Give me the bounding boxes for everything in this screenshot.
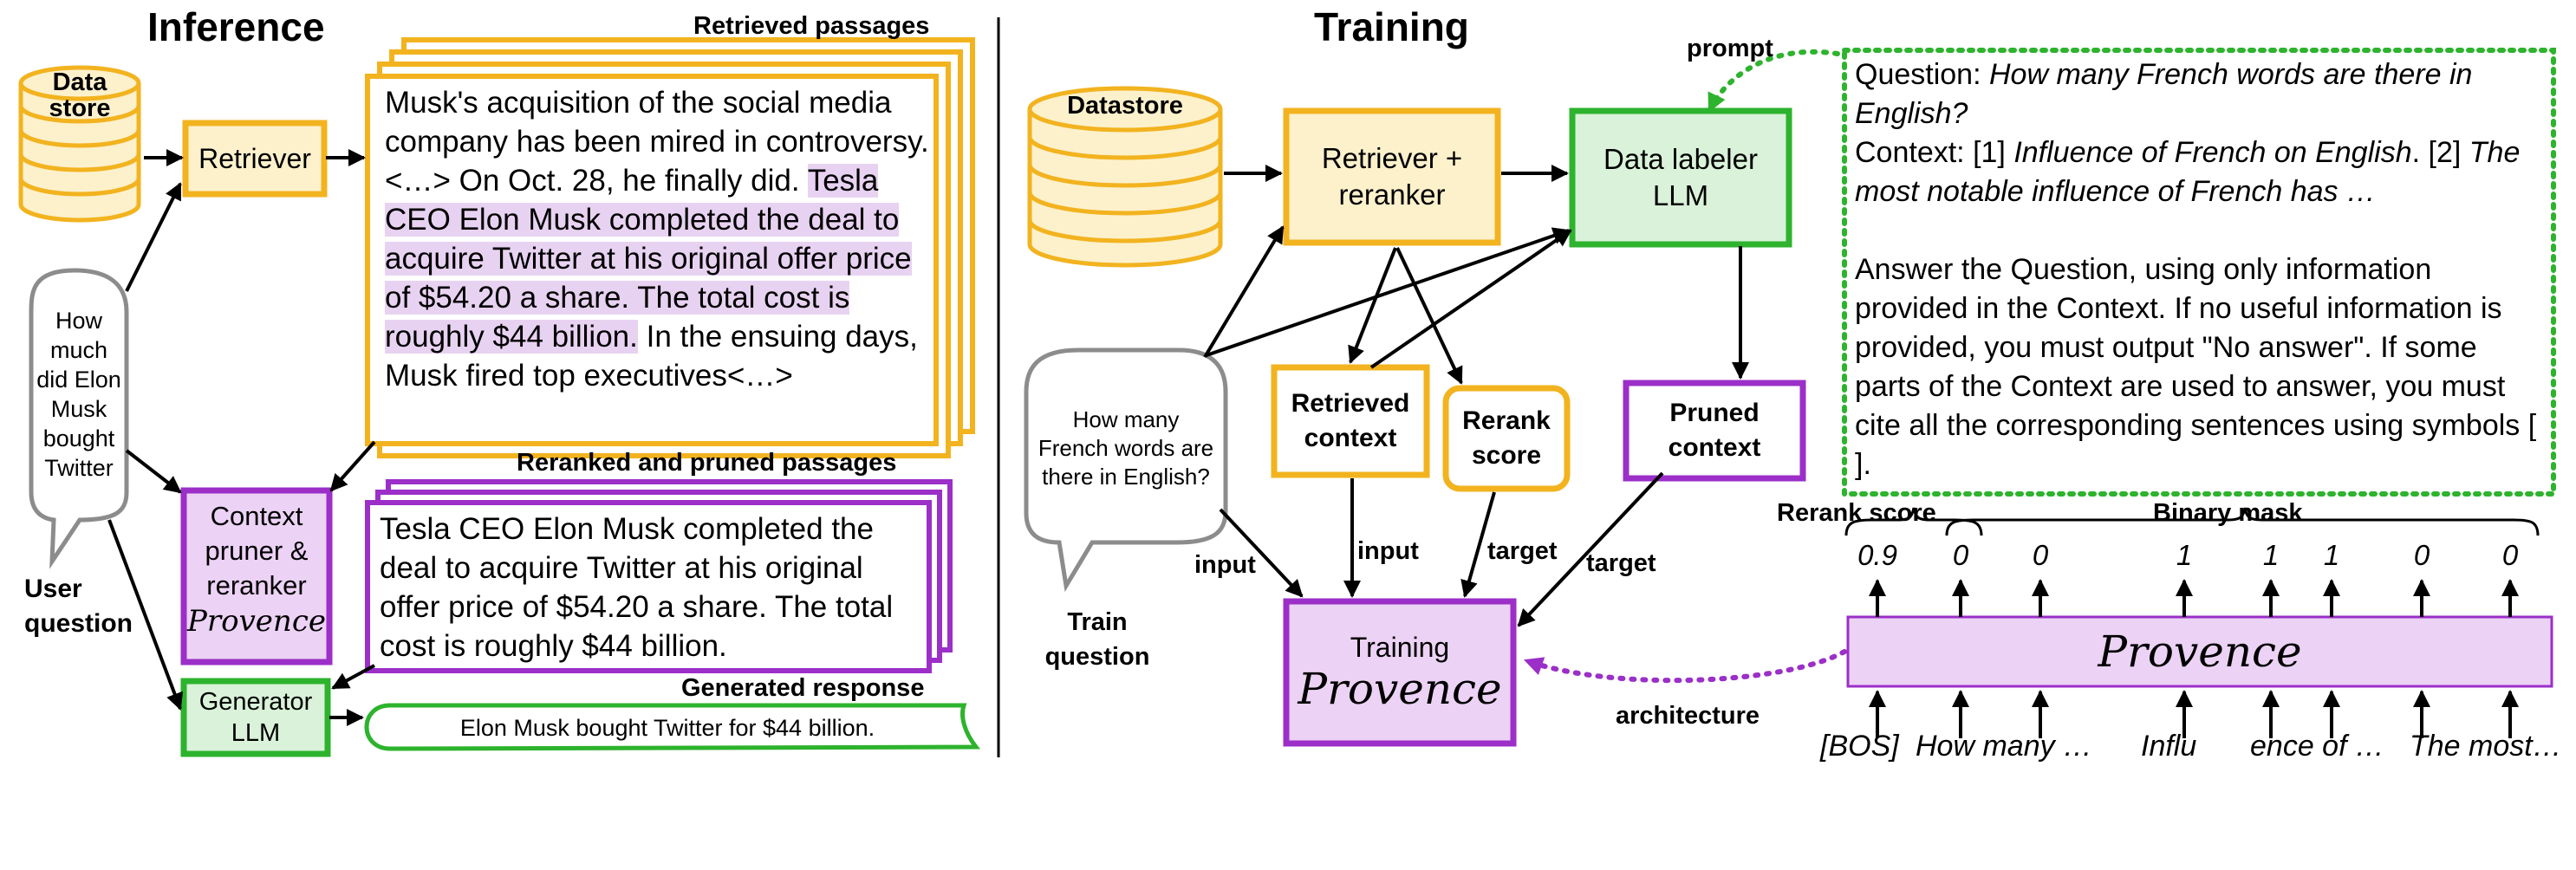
target-label-2: target — [1586, 549, 1656, 577]
prompt-question-label: Question: — [1855, 58, 1989, 91]
generator-box — [180, 678, 331, 757]
inference-question-text: How much did Elon Musk bought Twitter — [36, 308, 121, 481]
prompt-question-line: Question: How many French words are ther… — [1855, 55, 2548, 133]
generated-response-title: Generated response — [681, 674, 925, 702]
datastore-cylinder-inference — [18, 65, 141, 223]
datastore-cylinder-training — [1027, 86, 1223, 268]
rerank-score-label: Rerank score — [1462, 406, 1551, 470]
input-token: ence of … — [2250, 730, 2384, 763]
retriever-label: Retriever — [198, 142, 311, 174]
binary-mask-brace — [1945, 507, 2540, 536]
rerank-score-box — [1442, 385, 1571, 492]
output-value: 0 — [2413, 539, 2430, 571]
output-value: 0 — [2032, 539, 2049, 571]
prompt-context-sep: . [2] — [2411, 136, 2469, 169]
response-text: Elon Musk bought Twitter for $44 billion… — [459, 714, 875, 741]
output-value: 1 — [2262, 539, 2280, 571]
retrieved-context-box — [1271, 364, 1430, 478]
pruner-model-name: Provence — [187, 604, 326, 639]
input-token: [BOS] — [1820, 730, 1899, 763]
training-model-name: Provence — [1298, 664, 1502, 714]
retriever-reranker-box — [1283, 107, 1501, 246]
datastore-label-inference: Data store — [49, 68, 111, 122]
architecture-arrow-label: architecture — [1616, 702, 1760, 730]
training-question-text: How many French words are there in Engli… — [1038, 406, 1214, 490]
prompt-context-text: The most notable influence of French has… — [1855, 136, 2521, 208]
inference-title: Inference — [147, 4, 325, 49]
training-title: Training — [1314, 4, 1469, 49]
passage-post: In the ensuing days, Musk fired top exec… — [385, 320, 918, 393]
passage-pre: Musk's acquisition of the social media c… — [385, 86, 929, 198]
pruned-passage-text: Tesla CEO Elon Musk completed the deal t… — [380, 512, 894, 663]
prompt-arrow — [1707, 49, 1840, 114]
context-pruner-box — [180, 487, 333, 665]
prompt-content: Question: How many French words are ther… — [1855, 55, 2548, 484]
output-value: 1 — [2323, 539, 2340, 571]
training-text: Training — [1350, 632, 1450, 663]
prompt-instruction: Answer the Question, using only informat… — [1855, 253, 2537, 481]
prompt-context-line: Context: [1] Influence of French on Engl… — [1855, 133, 2548, 211]
output-value: 0 — [1952, 539, 1969, 571]
prompt-box — [1842, 48, 2556, 497]
architecture-arrow — [1523, 649, 1847, 684]
pruned-passages-stack — [365, 479, 953, 673]
retriever-box — [182, 120, 328, 198]
pruner-text: Context pruner & reranker — [205, 501, 309, 601]
question-bubble-inference — [29, 268, 129, 569]
input-arrows — [1869, 690, 2519, 738]
training-provence-box — [1283, 598, 1517, 747]
input-label-1: input — [1194, 551, 1256, 579]
response-bubble — [364, 703, 981, 751]
pruned-context-box — [1623, 380, 1806, 482]
data-labeler-label: Data labeler LLM — [1603, 143, 1758, 211]
output-value: 0.9 — [1857, 539, 1897, 571]
train-question-label: Train question — [1044, 608, 1150, 671]
output-arrows — [1869, 579, 2519, 617]
data-labeler-box — [1569, 107, 1792, 248]
input-label-2: input — [1357, 537, 1419, 565]
pruned-context-label: Pruned context — [1668, 399, 1761, 462]
retrieved-passages-title: Retrieved passages — [693, 12, 930, 40]
retrieved-context-label: Retrieved context — [1291, 389, 1410, 452]
datastore-label-training: Datastore — [1067, 92, 1183, 120]
output-value: 1 — [2176, 539, 2193, 571]
prompt-context-title: Influence of French on English — [2013, 136, 2412, 169]
retrieved-passage-text: Musk's acquisition of the social media c… — [385, 83, 929, 395]
binary-mask-brace-label: Binary mask — [2153, 499, 2303, 527]
prompt-question-text: How many French words are there in Engli… — [1855, 58, 2473, 130]
context-pruner-label: Context pruner & reranker Provence — [187, 499, 326, 640]
question-bubble-training — [1024, 347, 1228, 593]
output-value: 0 — [2501, 539, 2519, 571]
training-arrows — [1203, 165, 1749, 627]
prompt-arrow-label: prompt — [1687, 35, 1773, 62]
input-token: Influ — [2141, 730, 2197, 763]
training-provence-label: Training Provence — [1291, 607, 1508, 738]
prompt-context-label: Context: [1] — [1855, 136, 2014, 169]
architecture-model-name: Provence — [2098, 627, 2302, 677]
input-token: How many … — [1916, 730, 2093, 763]
rerank-score-brace-label: Rerank score — [1777, 499, 1936, 527]
retriever-reranker-label: Retriever + reranker — [1321, 142, 1463, 211]
generator-label: Generator LLM — [198, 688, 313, 747]
architecture-provence-box — [1846, 615, 2553, 688]
pruned-passages-title: Reranked and pruned passages — [517, 449, 897, 477]
user-question-label: User question — [24, 575, 133, 638]
target-label-1: target — [1487, 537, 1558, 565]
inference-arrows — [107, 149, 376, 726]
input-token: The most… — [2410, 730, 2562, 763]
